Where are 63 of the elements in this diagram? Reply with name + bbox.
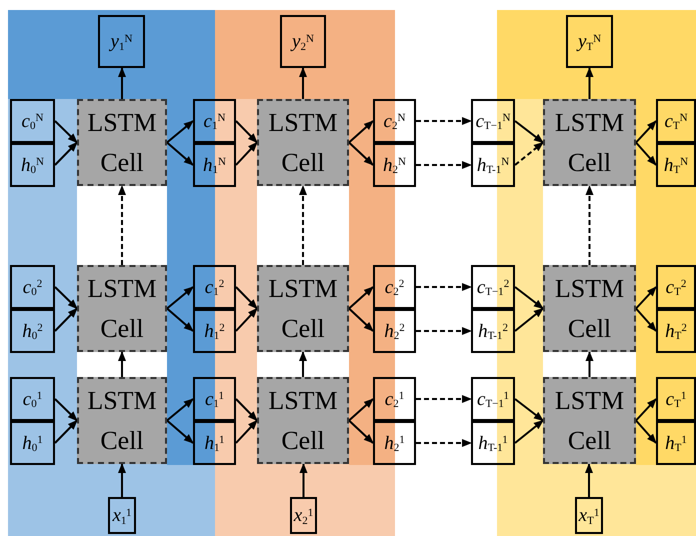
arrow [54,142,78,166]
arrow [235,142,258,166]
arrow [235,308,258,332]
arrow [54,120,78,144]
arrow [514,286,544,310]
arrow [586,185,594,265]
arrow [416,161,472,169]
arrow [166,308,194,332]
arrow [166,398,194,422]
arrow [348,142,374,166]
arrow [416,283,472,291]
arrow [635,398,657,422]
arrow [54,398,78,422]
lstm-cell: LSTM Cell [543,99,636,186]
arrow [514,398,544,422]
lstm-cell: LSTM Cell [77,377,167,464]
arrow [348,398,374,422]
lstm-cell: LSTM Cell [77,265,167,352]
arrow [118,351,126,377]
arrow [166,142,194,166]
arrow [416,327,472,335]
arrow [54,420,78,444]
arrow [118,463,126,497]
arrow [54,286,78,310]
arrow [300,463,308,497]
arrow [235,420,258,444]
lstm-cell: LSTM Cell [257,265,349,352]
arrow [416,117,472,125]
arrow [586,351,594,377]
lstm-cell: LSTM Cell [543,377,636,464]
arrow [348,308,374,332]
arrow [416,439,472,447]
lstm-cell: LSTM Cell [257,377,349,464]
lstm-cell: LSTM Cell [257,99,349,186]
arrow [348,286,374,310]
arrow [514,142,544,166]
arrow [299,67,307,99]
arrow [235,120,258,144]
arrow [514,308,544,332]
arrow [635,420,657,444]
arrow [416,395,472,403]
arrow [166,120,194,144]
arrow [118,185,126,265]
arrow [635,142,657,166]
arrow [166,420,194,444]
arrow [635,120,657,144]
arrow [54,308,78,332]
arrow [585,463,593,497]
arrow [235,398,258,422]
arrow [299,351,307,377]
arrow [348,420,374,444]
arrow [514,120,544,144]
arrow [348,120,374,144]
lstm-cell: LSTM Cell [77,99,167,186]
arrow [586,67,594,99]
arrow [635,308,657,332]
arrow [635,286,657,310]
arrow [166,286,194,310]
arrow [118,67,126,99]
lstm-cell: LSTM Cell [543,265,636,352]
arrow [235,286,258,310]
arrow [514,420,544,444]
arrow [299,185,307,265]
